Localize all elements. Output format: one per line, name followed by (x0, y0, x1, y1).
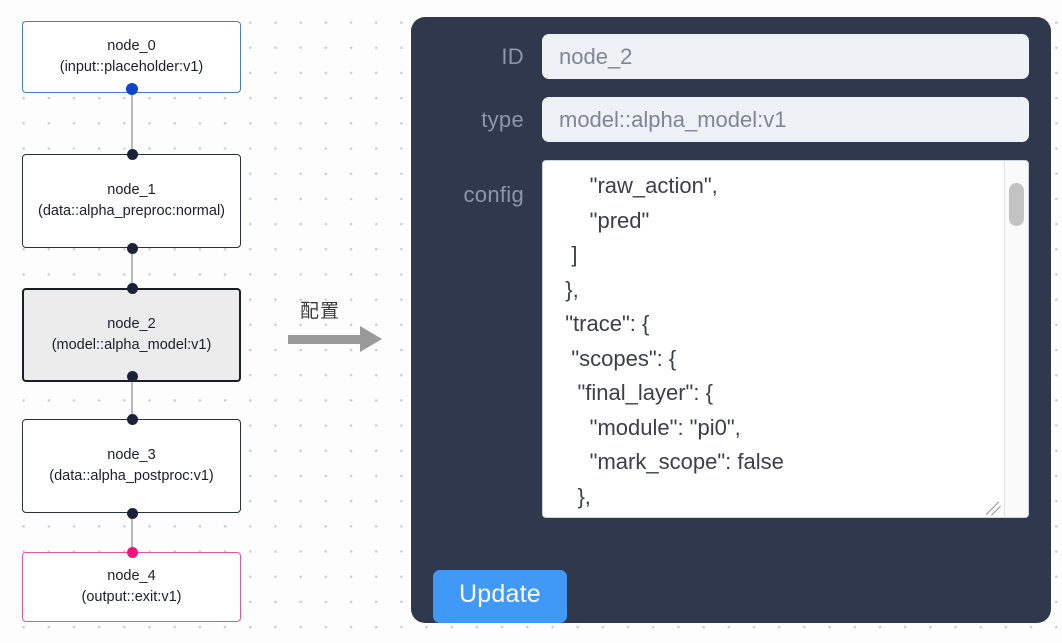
field-row-config: config "raw_action", "pred" ] }, "trace"… (433, 160, 1029, 518)
node-subtitle: (input::placeholder:v1) (59, 59, 204, 76)
node-title: node_2 (107, 315, 156, 332)
node-inspector-panel: ID type config "raw_action", "pred" ] },… (411, 17, 1051, 623)
annotation-group: 配置 (286, 296, 396, 366)
config-scrollbar-thumb[interactable] (1009, 183, 1024, 226)
node-title: node_0 (107, 37, 156, 54)
node-graph-canvas[interactable]: node_0 (input::placeholder:v1) node_1 (d… (0, 0, 390, 643)
arrow-right-icon (288, 335, 362, 344)
config-scrollbar[interactable] (1004, 161, 1028, 517)
node-subtitle: (data::alpha_preproc:normal) (38, 203, 225, 220)
graph-node-node_2[interactable]: node_2 (model::alpha_model:v1) (22, 288, 241, 382)
type-input[interactable] (542, 97, 1029, 142)
node-subtitle: (output::exit:v1) (81, 589, 182, 606)
node-handle-node_2-out[interactable] (126, 371, 138, 382)
graph-node-node_4[interactable]: node_4 (output::exit:v1) (22, 552, 241, 622)
node-handle-node_1-in[interactable] (126, 149, 138, 160)
type-field-label: type (481, 106, 524, 132)
id-input[interactable] (542, 34, 1029, 79)
edge-node1-node2 (131, 244, 133, 294)
node-handle-node_3-out[interactable] (126, 508, 138, 519)
graph-node-node_3[interactable]: node_3 (data::alpha_postproc:v1) (22, 419, 241, 513)
edge-node0-node1 (131, 88, 133, 160)
edge-node2-node3 (131, 372, 133, 422)
update-button[interactable]: Update (433, 570, 567, 623)
annotation-label: 配置 (300, 300, 341, 322)
config-field-label: config (463, 182, 524, 207)
node-handle-node_3-in[interactable] (126, 414, 138, 425)
edge-node3-node4 (131, 510, 133, 552)
node-handle-node_0-out[interactable] (126, 83, 138, 95)
node-title: node_4 (107, 567, 156, 584)
field-row-id: ID (433, 34, 1029, 79)
config-textarea[interactable]: "raw_action", "pred" ] }, "trace": { "sc… (542, 160, 1029, 518)
node-title: node_1 (107, 181, 156, 198)
node-handle-node_4-in[interactable] (126, 547, 138, 558)
node-title: node_3 (107, 446, 156, 463)
node-handle-node_1-out[interactable] (126, 243, 138, 254)
node-subtitle: (data::alpha_postproc:v1) (49, 468, 214, 485)
node-handle-node_2-in[interactable] (126, 283, 138, 294)
node-subtitle: (model::alpha_model:v1) (51, 337, 212, 354)
arrow-right-head-icon (360, 326, 382, 352)
field-row-type: type (433, 97, 1029, 142)
resize-grip-icon[interactable] (986, 498, 1004, 516)
graph-node-node_1[interactable]: node_1 (data::alpha_preproc:normal) (22, 154, 241, 248)
config-text-content[interactable]: "raw_action", "pred" ] }, "trace": { "sc… (565, 173, 784, 509)
config-editor[interactable]: "raw_action", "pred" ] }, "trace": { "sc… (542, 160, 1029, 518)
id-field-label: ID (501, 43, 524, 69)
panel-actions: Update (433, 570, 567, 623)
